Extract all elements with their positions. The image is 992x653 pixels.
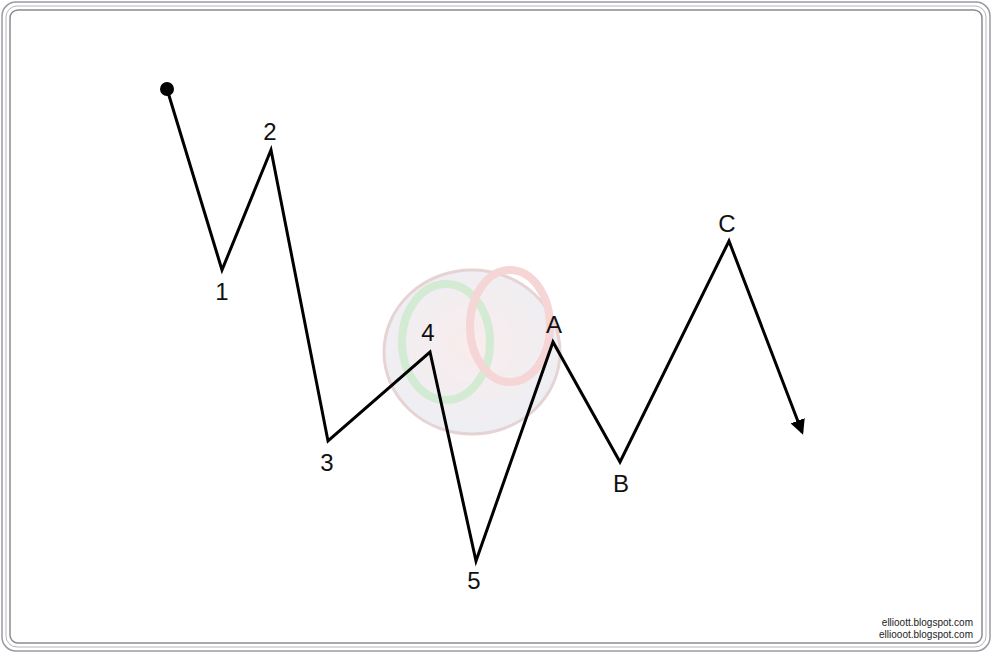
frame-middle	[6, 6, 986, 647]
watermark-text: elliooot.blogspot.com	[879, 630, 973, 640]
wave-letter: A	[546, 313, 562, 337]
wave-letter: B	[613, 472, 629, 496]
start-dot	[160, 82, 174, 96]
logo-watermark	[384, 270, 560, 434]
wave-number: 1	[215, 280, 228, 304]
wave-letter: C	[718, 212, 735, 236]
wave-number: 4	[421, 321, 434, 345]
wave-path	[167, 89, 802, 561]
watermark-text: ellioott.blogspot.com	[882, 618, 973, 628]
wave-number: 2	[263, 120, 276, 144]
wave-number: 5	[467, 569, 480, 593]
frame-inner	[10, 10, 982, 643]
wave-number: 3	[320, 451, 333, 475]
